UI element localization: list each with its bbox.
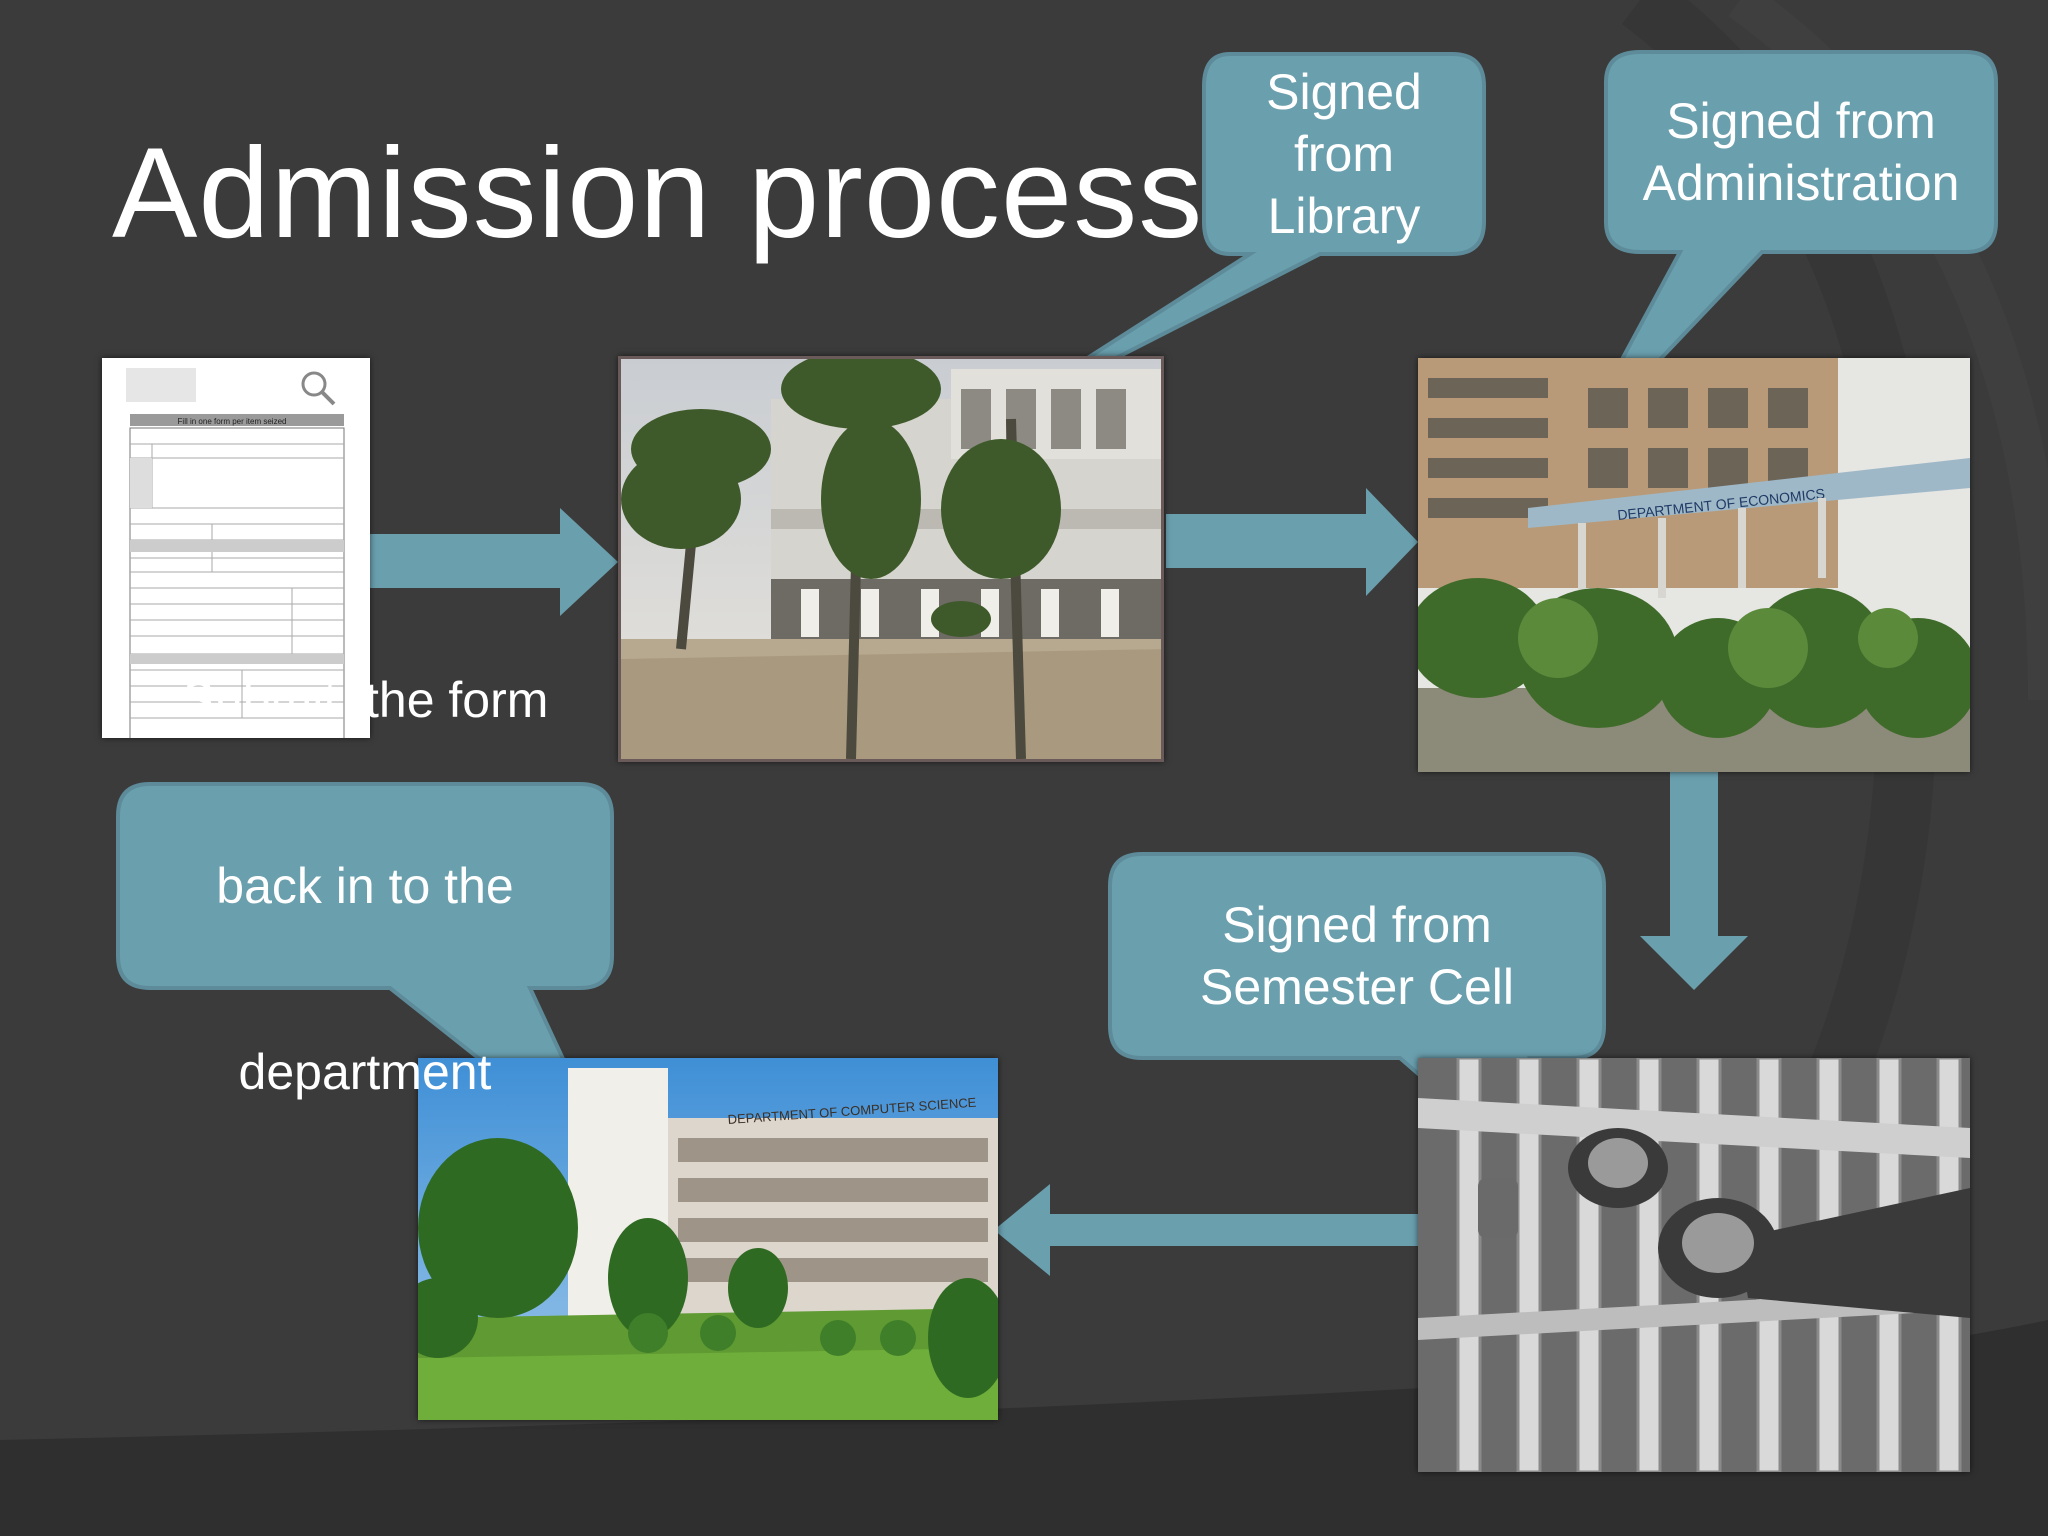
administration-building-image: DEPARTMENT OF ECONOMICS — [1418, 358, 1970, 772]
callout-library-line-1: Signed — [1266, 64, 1422, 120]
arrow-form-to-library — [362, 508, 618, 616]
form-header-text: Fill in one form per item seized — [178, 417, 287, 426]
callout-library-line-2: from — [1293, 126, 1394, 182]
callout-submit-line-1: Submit the form — [181, 672, 549, 728]
callout-semester-line-2: Semester Cell — [1200, 959, 1514, 1015]
semester-cell-graphic — [1418, 1058, 1970, 1472]
library-building-image — [618, 356, 1164, 762]
arrow-library-to-administration — [1166, 488, 1418, 596]
administration-building-graphic: DEPARTMENT OF ECONOMICS — [1418, 358, 1970, 772]
arrow-semester-to-department — [994, 1184, 1418, 1276]
callout-submit-text: Submit the form back in to the departmen… — [118, 672, 612, 1100]
decor-bottom-band — [0, 1320, 2048, 1536]
department-building-image: DEPARTMENT OF COMPUTER SCIENCE — [418, 1058, 998, 1420]
callout-semester-line-1: Signed from — [1222, 897, 1492, 953]
department-building-graphic: DEPARTMENT OF COMPUTER SCIENCE — [418, 1058, 998, 1420]
callout-administration-text: Signed from Administration — [1606, 52, 1996, 252]
callout-library-text: Signed from Library — [1204, 54, 1484, 254]
callout-administration-balloon — [1570, 50, 1998, 454]
callout-submit-line-3: department — [238, 1044, 492, 1100]
callout-library-line-3: Library — [1267, 188, 1421, 244]
library-building-graphic — [621, 359, 1161, 759]
callout-library-balloon — [973, 52, 1486, 432]
semester-cell-image — [1418, 1058, 1970, 1472]
callout-administration-line-1: Signed from — [1666, 93, 1936, 149]
form-document-image: Fill in one form per item seized — [102, 358, 370, 738]
arrow-administration-to-semester — [1640, 768, 1748, 990]
callout-submit-line-2: back in to the — [216, 858, 514, 914]
slide-title: Admission process — [112, 122, 1204, 265]
callout-semester-text: Signed from Semester Cell — [1110, 854, 1604, 1058]
callout-administration-line-2: Administration — [1642, 155, 1960, 211]
form-document-graphic: Fill in one form per item seized — [102, 358, 370, 738]
